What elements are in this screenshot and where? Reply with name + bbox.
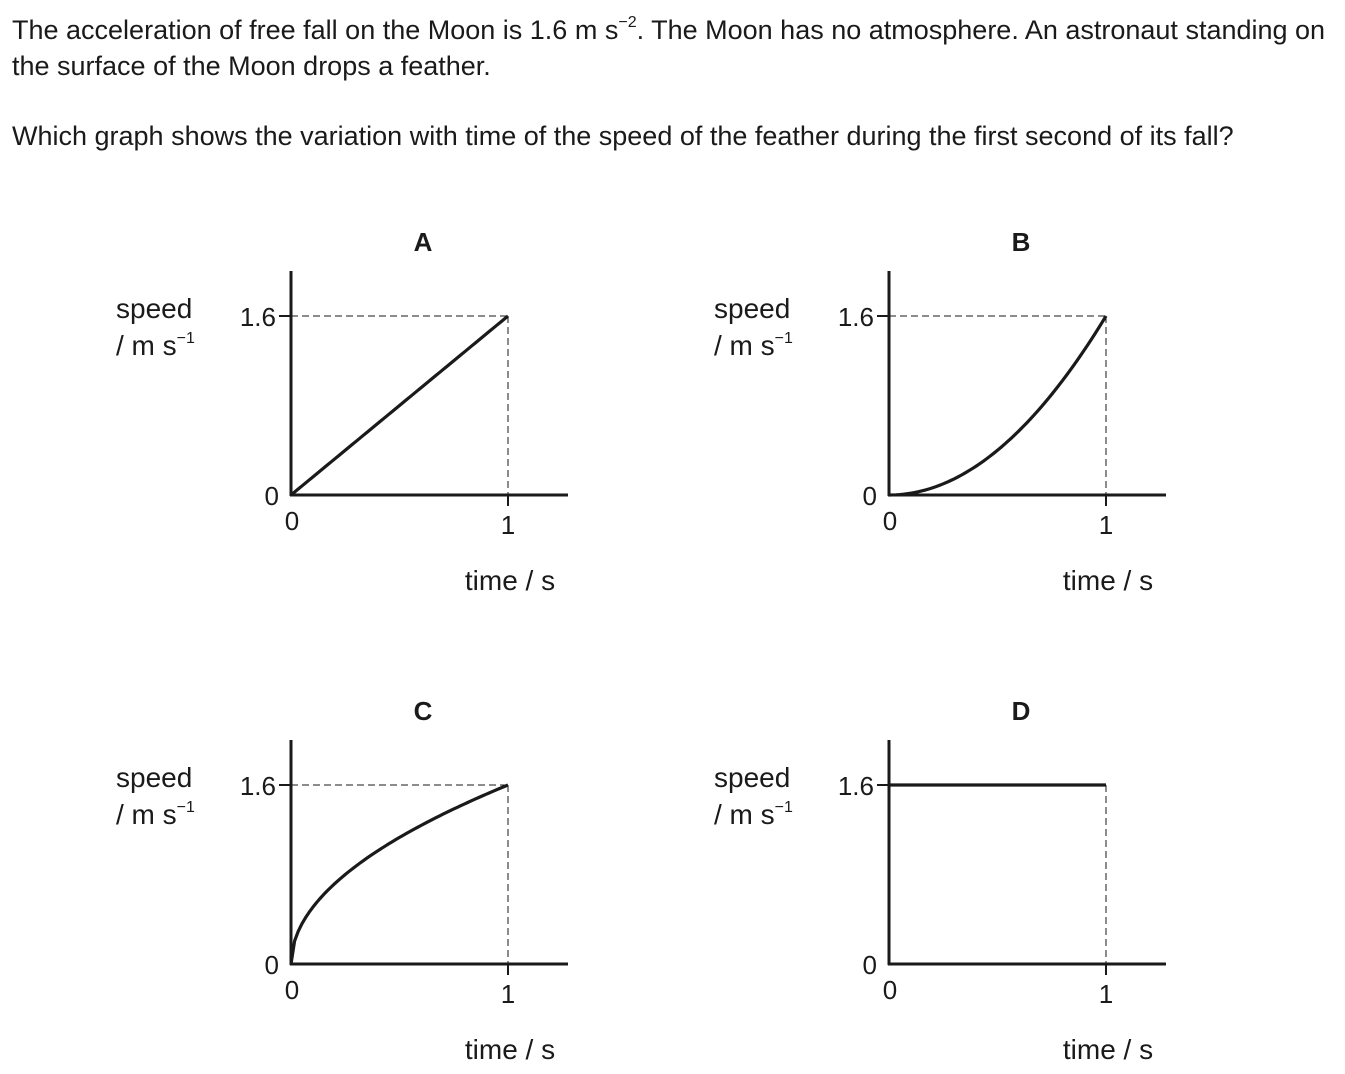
stem-unit-exponent: −2 xyxy=(618,14,637,31)
x-tick-label: 1 xyxy=(501,510,515,540)
y-origin-label: 0 xyxy=(265,481,279,511)
y-axis-unit-exponent: −1 xyxy=(177,330,195,347)
question-text: The acceleration of free fall on the Moo… xyxy=(12,12,1337,154)
y-axis-label: speed xyxy=(116,293,192,324)
y-tick-label: 1.6 xyxy=(838,771,874,801)
stem-unit: m s xyxy=(574,15,619,45)
x-axis-label: time / s xyxy=(1063,1034,1153,1065)
option-label: A xyxy=(414,227,433,257)
y-axis-unit: / m s−1 xyxy=(116,330,195,361)
speed-curve xyxy=(289,314,510,497)
question-stem: The acceleration of free fall on the Moo… xyxy=(12,12,1337,84)
y-origin-label: 0 xyxy=(265,950,279,980)
y-axis-label: speed xyxy=(714,293,790,324)
speed-curve xyxy=(289,783,509,965)
x-tick-label: 1 xyxy=(1099,979,1113,1009)
x-axis-label: time / s xyxy=(465,565,555,596)
y-origin-label: 0 xyxy=(863,950,877,980)
x-axis-label: time / s xyxy=(1063,565,1153,596)
y-axis-unit-text: / m s xyxy=(714,330,775,361)
speed-curve xyxy=(888,315,1108,497)
y-origin-label: 0 xyxy=(863,481,877,511)
option-label: C xyxy=(414,696,433,726)
y-axis-unit: / m s−1 xyxy=(116,799,195,830)
x-axis-label: time / s xyxy=(465,1034,555,1065)
y-axis-unit-text: / m s xyxy=(116,330,177,361)
y-tick-label: 1.6 xyxy=(838,302,874,332)
y-tick-label: 1.6 xyxy=(240,302,276,332)
question-prompt: Which graph shows the variation with tim… xyxy=(12,121,1234,151)
graph-a: A 1.6 00 1 speed / m s−1 time / s xyxy=(116,227,568,596)
stem-text-rest: . The Moon has no atmosphere. An astrona… xyxy=(12,15,1326,81)
x-origin-label: 0 xyxy=(883,506,897,536)
y-axis-label: speed xyxy=(714,762,790,793)
x-origin-label: 0 xyxy=(285,975,299,1005)
y-axis-unit: / m s−1 xyxy=(714,330,793,361)
x-tick-label: 1 xyxy=(1099,510,1113,540)
x-origin-label: 0 xyxy=(285,506,299,536)
y-axis-unit-exponent: −1 xyxy=(775,799,793,816)
y-axis-unit-text: / m s xyxy=(116,799,177,830)
y-axis-unit: / m s−1 xyxy=(714,799,793,830)
x-origin-label: 0 xyxy=(883,975,897,1005)
graph-b: B 1.6 00 1 speed / m s−1 time / s xyxy=(714,227,1166,596)
graph-c: C 1.6 00 1 speed / m s−1 time / s xyxy=(116,696,568,1065)
y-axis-unit-exponent: −1 xyxy=(177,799,195,816)
x-tick-label: 1 xyxy=(501,979,515,1009)
option-label: B xyxy=(1012,227,1031,257)
stem-text: The acceleration of free fall on the Moo… xyxy=(12,15,568,45)
graph-d: D 1.6 00 1 speed / m s−1 time / s xyxy=(714,696,1166,1065)
y-tick-label: 1.6 xyxy=(240,771,276,801)
y-axis-label: speed xyxy=(116,762,192,793)
y-axis-unit-exponent: −1 xyxy=(775,330,793,347)
y-axis-unit-text: / m s xyxy=(714,799,775,830)
option-label: D xyxy=(1012,696,1031,726)
